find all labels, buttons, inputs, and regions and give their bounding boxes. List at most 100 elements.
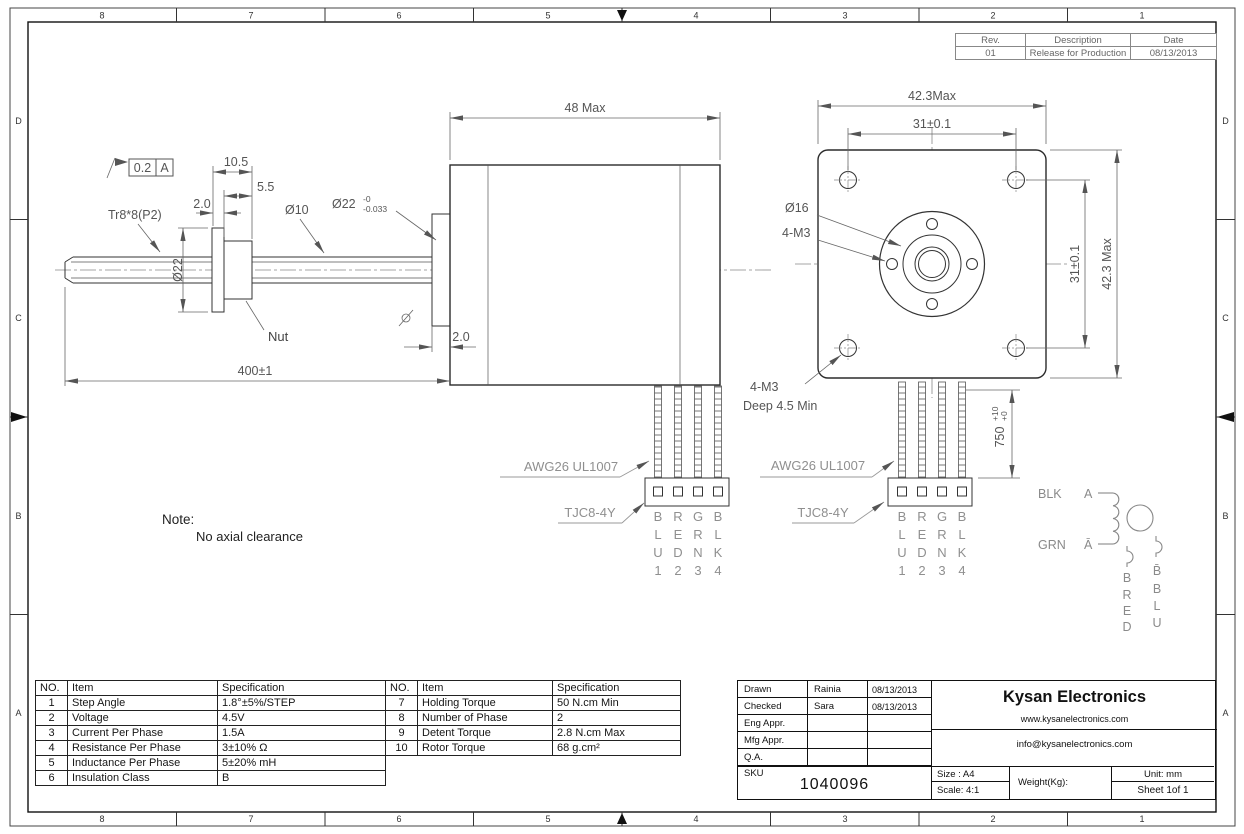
pilot-circle — [902, 234, 962, 294]
title-row-name — [808, 749, 868, 766]
sku-number: 1040096 — [799, 776, 870, 793]
weight-cell: Weight(Kg): — [1009, 767, 1111, 800]
grid-col-label: 7 — [248, 814, 253, 824]
pin-label: L — [958, 527, 965, 542]
spec-no: 8 — [385, 710, 418, 726]
spec-header: Specification — [217, 680, 386, 696]
spec-value: 4.5V — [217, 710, 386, 726]
spec-value: 68 g.cm² — [552, 740, 681, 756]
title-row-name: Rainia — [808, 681, 868, 698]
rev-header: Date — [1130, 33, 1217, 47]
spec-item: Holding Torque — [417, 695, 553, 711]
spec-item: Step Angle — [67, 695, 218, 711]
spec-header: NO. — [35, 680, 68, 696]
title-row-qa: Q.A. — [738, 749, 931, 766]
pin-label: 2 — [918, 563, 925, 578]
title-row-label: Mfg Appr. — [738, 732, 808, 749]
dim-body-length: 48 Max — [565, 101, 607, 115]
dim-nut-total: 10.5 — [224, 155, 248, 169]
spec-no: 2 — [35, 710, 68, 726]
dim-thread-callout: Tr8*8(P2) — [108, 208, 162, 222]
spec-item: Current Per Phase — [67, 725, 218, 741]
dim-hole-span-right: 31±0.1 — [1068, 245, 1082, 283]
center-mark-right — [1217, 412, 1234, 422]
pin-labels-left: B L U 1 R E D 2 G R N 3 B L K 4 — [653, 509, 722, 578]
grid-col-label: 1 — [1139, 11, 1144, 21]
revision-table: Rev. Description Date 01 Release for Pro… — [955, 33, 1217, 60]
rotor-circle — [1126, 504, 1154, 532]
spec-no: 5 — [35, 755, 68, 771]
grid-row-label: D — [1222, 116, 1229, 126]
unit-sheet-cell: Unit: mm Sheet 1of 1 — [1111, 767, 1214, 800]
grid-labels: 8 7 6 5 4 3 2 1 8 7 6 5 4 3 2 1 D C B A … — [15, 11, 1229, 825]
pin-label: U — [653, 545, 662, 560]
grid-col-label: 4 — [693, 11, 698, 21]
dim-hole-span-top: 31±0.1 — [913, 117, 951, 131]
title-row-drawn: Drawn Rainia 08/13/2013 — [738, 681, 931, 698]
pin-label: E — [918, 527, 927, 542]
divider — [932, 729, 1217, 730]
dim-rear-holes-depth: Deep 4.5 Min — [743, 399, 817, 413]
table-row: 6 Insulation Class B — [35, 770, 386, 786]
dim-wire-length: 750 +10 +0 — [990, 406, 1009, 447]
phase-bbar-letter: B̄ — [1153, 564, 1161, 578]
pin-label: 3 — [694, 563, 701, 578]
grid-col-label: 2 — [990, 814, 995, 824]
grid-row-label: B — [1222, 511, 1228, 521]
motor-body — [449, 164, 721, 386]
pin-label: L — [714, 527, 721, 542]
sheet-count: Sheet 1of 1 — [1137, 785, 1189, 796]
spec-item: Number of Phase — [417, 710, 553, 726]
sheet-scale: Scale: 4:1 — [937, 785, 980, 796]
company-website: www.kysanelectronics.com — [1020, 714, 1129, 724]
spec-value: 1.8°±5%/STEP — [217, 695, 386, 711]
spec-no: 10 — [385, 740, 418, 756]
svg-text:+0: +0 — [999, 411, 1009, 421]
spec-item: Detent Torque — [417, 725, 553, 741]
spec-item: Voltage — [67, 710, 218, 726]
pin-label: R — [673, 509, 682, 524]
rev-date: 08/13/2013 — [1130, 46, 1217, 60]
spec-no: 9 — [385, 725, 418, 741]
pin-label: 4 — [714, 563, 721, 578]
title-row-label: Q.A. — [738, 749, 808, 766]
spec-table-left: NO. Item Specification 1 Step Angle 1.8°… — [35, 680, 386, 786]
spec-value: 50 N.cm Min — [552, 695, 681, 711]
awg-label-right: AWG26 UL1007 — [771, 458, 865, 473]
dim-flange-width: 2.0 — [193, 197, 210, 211]
table-row: 7 Holding Torque 50 N.cm Min — [385, 695, 681, 711]
phase-b-letter: R — [1122, 588, 1131, 602]
grid-col-label: 8 — [99, 814, 104, 824]
spec-no: 1 — [35, 695, 68, 711]
phase-abar-label: Ā — [1084, 538, 1093, 552]
wiring-schematic: BLK A GRN Ā B R E D B̄ B L U — [1038, 487, 1163, 634]
title-block: Drawn Rainia 08/13/2013 Checked Sara 08/… — [737, 680, 1217, 800]
grid-row-label: D — [15, 116, 22, 126]
bolt-hole — [886, 258, 898, 270]
pin-label: R — [937, 527, 946, 542]
nut-label: Nut — [268, 329, 289, 344]
phase-b-letter: B — [1123, 571, 1131, 585]
grid-row-label: C — [15, 313, 22, 323]
corner-hole — [1002, 166, 1030, 194]
grid-col-label: 2 — [990, 11, 995, 21]
spec-no: 7 — [385, 695, 418, 711]
grid-col-label: 7 — [248, 11, 253, 21]
pilot-boss — [431, 213, 451, 327]
grid-col-label: 4 — [693, 814, 698, 824]
dim-mount-holes: 4-M3 — [782, 226, 811, 240]
grid-col-label: 6 — [396, 11, 401, 21]
awg-label-left: AWG26 UL1007 — [524, 459, 618, 474]
pin-label: N — [693, 545, 702, 560]
phase-bbar-letter: B — [1153, 582, 1161, 596]
pin-label: 3 — [938, 563, 945, 578]
table-row: 1 Step Angle 1.8°±5%/STEP — [35, 695, 386, 711]
bolt-hole — [926, 298, 938, 310]
front-view: 42.3Max 31±0.1 31±0.1 42.3 Max Ø16 4-M3 … — [743, 89, 1122, 479]
wires-left: AWG26 UL1007 TJC8-4Y — [500, 385, 730, 524]
spec-value: 2.8 N.cm Max — [552, 725, 681, 741]
dim-pilot-sub: -0.033 — [363, 204, 387, 214]
nut-body — [223, 240, 253, 300]
pin-labels-right: B L U 1 R E D 2 G R N 3 B L K 4 — [897, 509, 966, 578]
